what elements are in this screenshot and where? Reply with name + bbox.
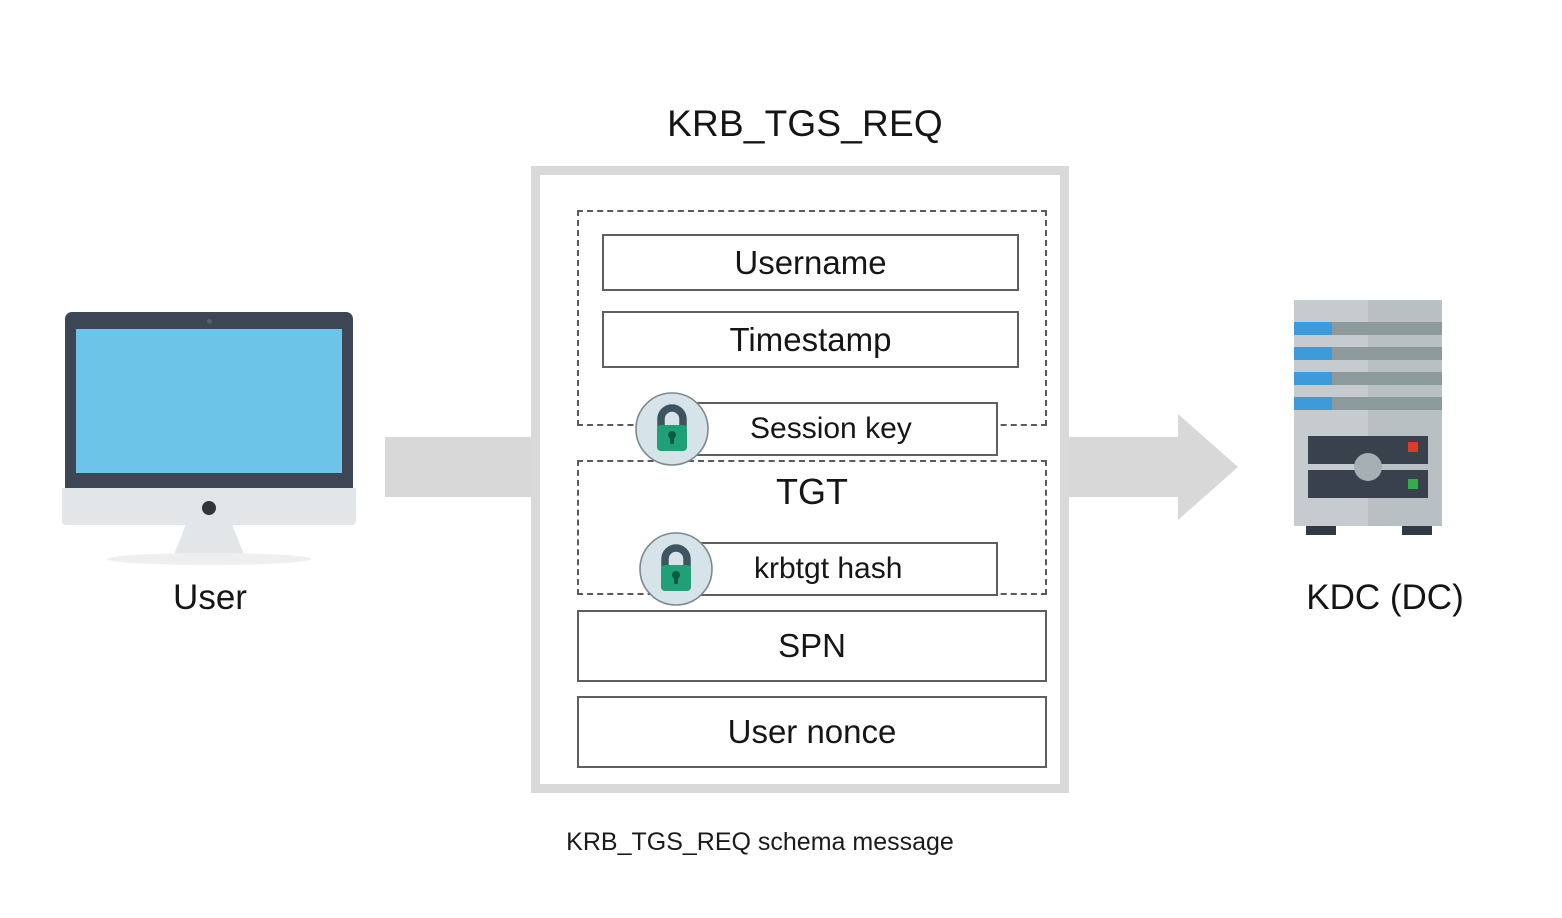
- server-led-red-icon: [1408, 442, 1418, 452]
- server-knob-icon: [1354, 453, 1382, 481]
- server-foot: [1306, 526, 1336, 535]
- monitor-camera-icon: [207, 319, 212, 324]
- field-username: Username: [602, 234, 1019, 291]
- padlock-icon: [635, 392, 709, 466]
- server-slot: [1294, 397, 1442, 410]
- message-frame-inner: Username Timestamp Session key TGT krbtg…: [540, 175, 1060, 784]
- label-tgt: TGT: [776, 471, 848, 512]
- field-spn: SPN: [577, 610, 1047, 682]
- flow-arrow-head-icon: [1178, 414, 1238, 520]
- field-krbtgt-hash-row: krbtgt hash: [636, 532, 1002, 606]
- user-monitor-icon: [62, 312, 358, 565]
- server-slot-indicator: [1294, 347, 1332, 360]
- diagram-caption: KRB_TGS_REQ schema message: [566, 828, 954, 856]
- field-krbtgt-hash-label: krbtgt hash: [690, 542, 998, 596]
- server-slot: [1294, 322, 1442, 335]
- flow-arrow-right-shaft: [1060, 437, 1180, 497]
- page-title: KRB_TGS_REQ: [667, 103, 943, 144]
- server-foot: [1402, 526, 1432, 535]
- monitor-bezel: [65, 312, 353, 490]
- server-slot: [1294, 372, 1442, 385]
- field-session-key-label: Session key: [686, 402, 998, 456]
- padlock-icon: [639, 532, 713, 606]
- monitor-power-dot-icon: [202, 501, 216, 515]
- kdc-label: KDC (DC): [1306, 578, 1464, 617]
- kdc-server-icon: [1286, 300, 1458, 540]
- field-timestamp: Timestamp: [602, 311, 1019, 368]
- server-slot-indicator: [1294, 322, 1332, 335]
- server-slot-indicator: [1294, 372, 1332, 385]
- monitor-screen: [76, 329, 342, 473]
- server-slot-indicator: [1294, 397, 1332, 410]
- server-slot: [1294, 347, 1442, 360]
- flow-arrow-left-segment: [385, 437, 545, 497]
- server-led-green-icon: [1408, 479, 1418, 489]
- field-session-key-row: Session key: [632, 392, 998, 466]
- field-user-nonce: User nonce: [577, 696, 1047, 768]
- krb-tgs-req-message-frame: Username Timestamp Session key TGT krbtg…: [531, 166, 1069, 793]
- monitor-shadow: [107, 553, 311, 565]
- user-label: User: [173, 578, 247, 617]
